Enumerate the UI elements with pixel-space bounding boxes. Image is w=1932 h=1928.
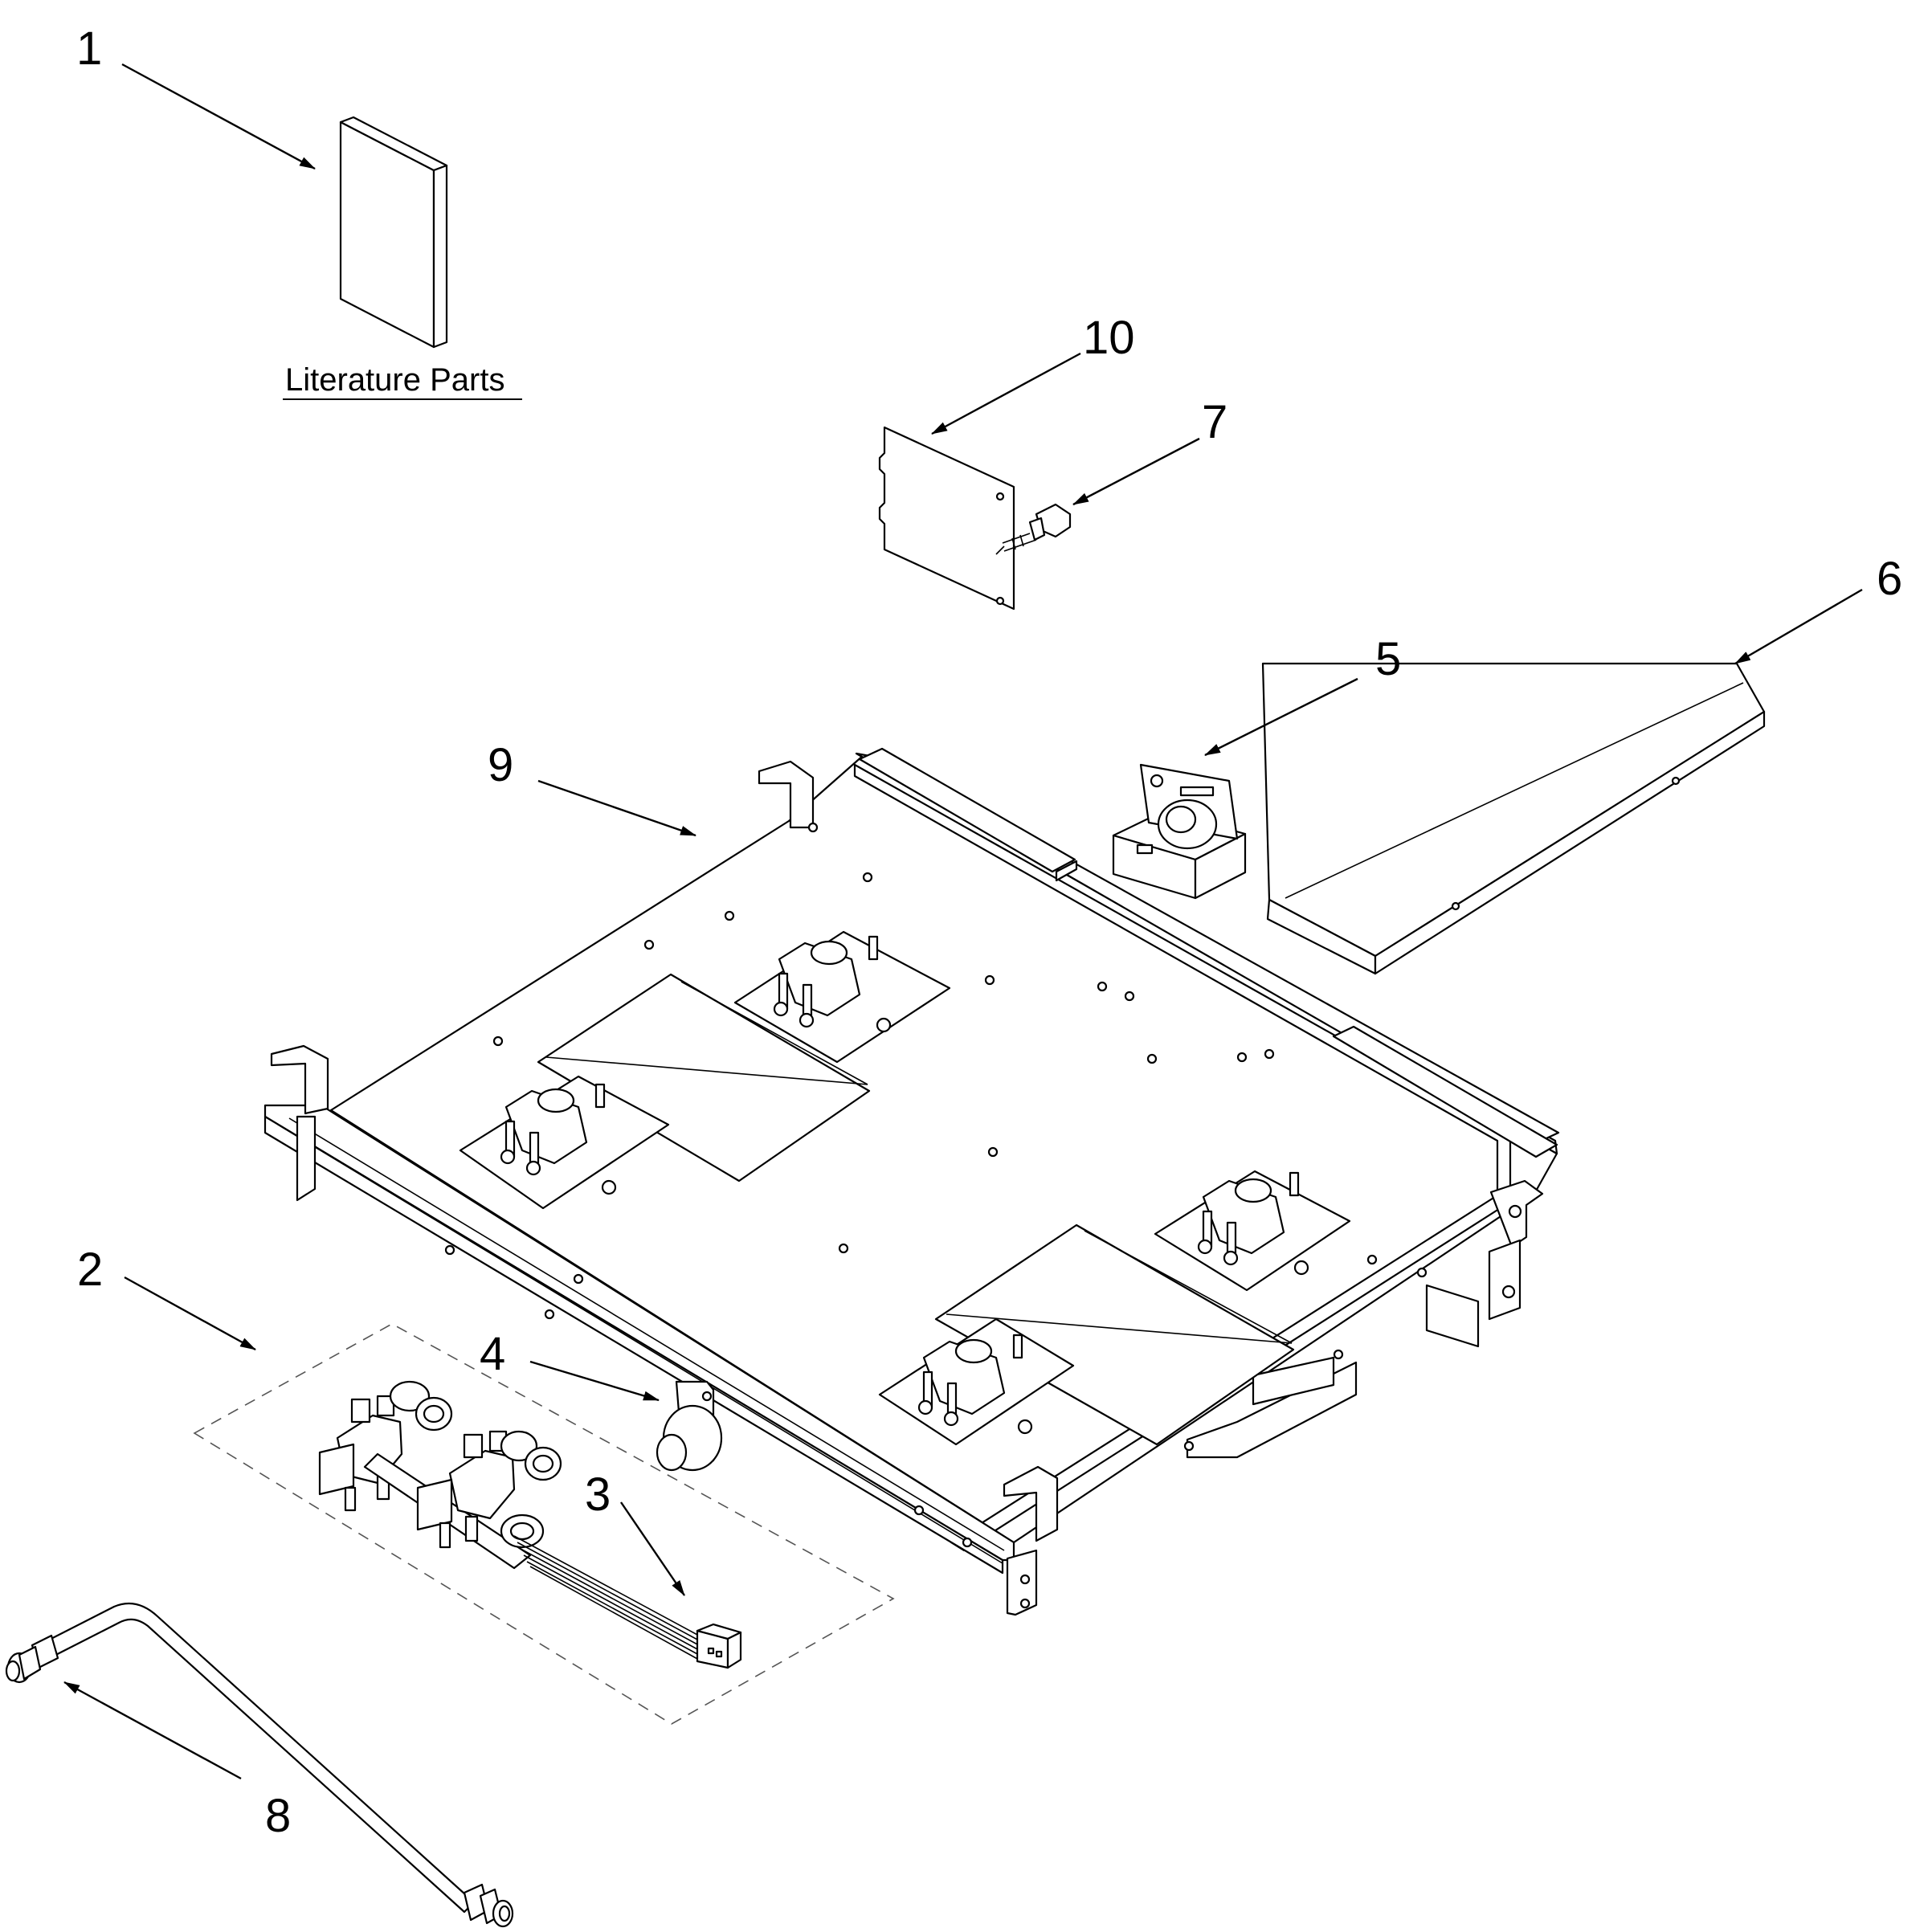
callout-1: 1	[76, 22, 102, 75]
valve-manifold-assembly	[318, 1380, 562, 1570]
callout-5: 5	[1375, 633, 1401, 685]
burner-valve-right	[1197, 1171, 1309, 1276]
literature-booklet	[339, 116, 448, 349]
callout-8: 8	[265, 1790, 291, 1842]
callout-10: 10	[1083, 312, 1135, 364]
burner-valve-front-center	[917, 1334, 1033, 1435]
leader-lines	[63, 63, 1863, 1780]
cover-plate	[878, 426, 1015, 611]
igniter-switch	[656, 1380, 723, 1472]
long-bracket	[1261, 662, 1766, 975]
callout-9: 9	[488, 739, 513, 791]
tray-studs	[444, 822, 1522, 1609]
callout-2: 2	[77, 1244, 103, 1296]
valve-assembly-outline	[193, 1323, 895, 1725]
callout-3: 3	[585, 1468, 611, 1521]
callout-4: 4	[480, 1328, 505, 1380]
screw	[1002, 503, 1072, 552]
burner-valve-rear-center	[773, 935, 892, 1033]
callout-labels: 1 2 3 4 5 6 7 8 9 10	[76, 22, 1902, 1842]
main-tray	[263, 747, 1560, 1616]
callout-7: 7	[1202, 396, 1227, 448]
burner-valve-rear-left	[500, 1083, 617, 1195]
igniter-module	[1112, 763, 1247, 900]
gas-supply-tube	[5, 1602, 514, 1928]
callout-6: 6	[1877, 553, 1902, 605]
literature-caption: Literature Parts	[285, 362, 504, 398]
wire-harness	[513, 1535, 742, 1669]
